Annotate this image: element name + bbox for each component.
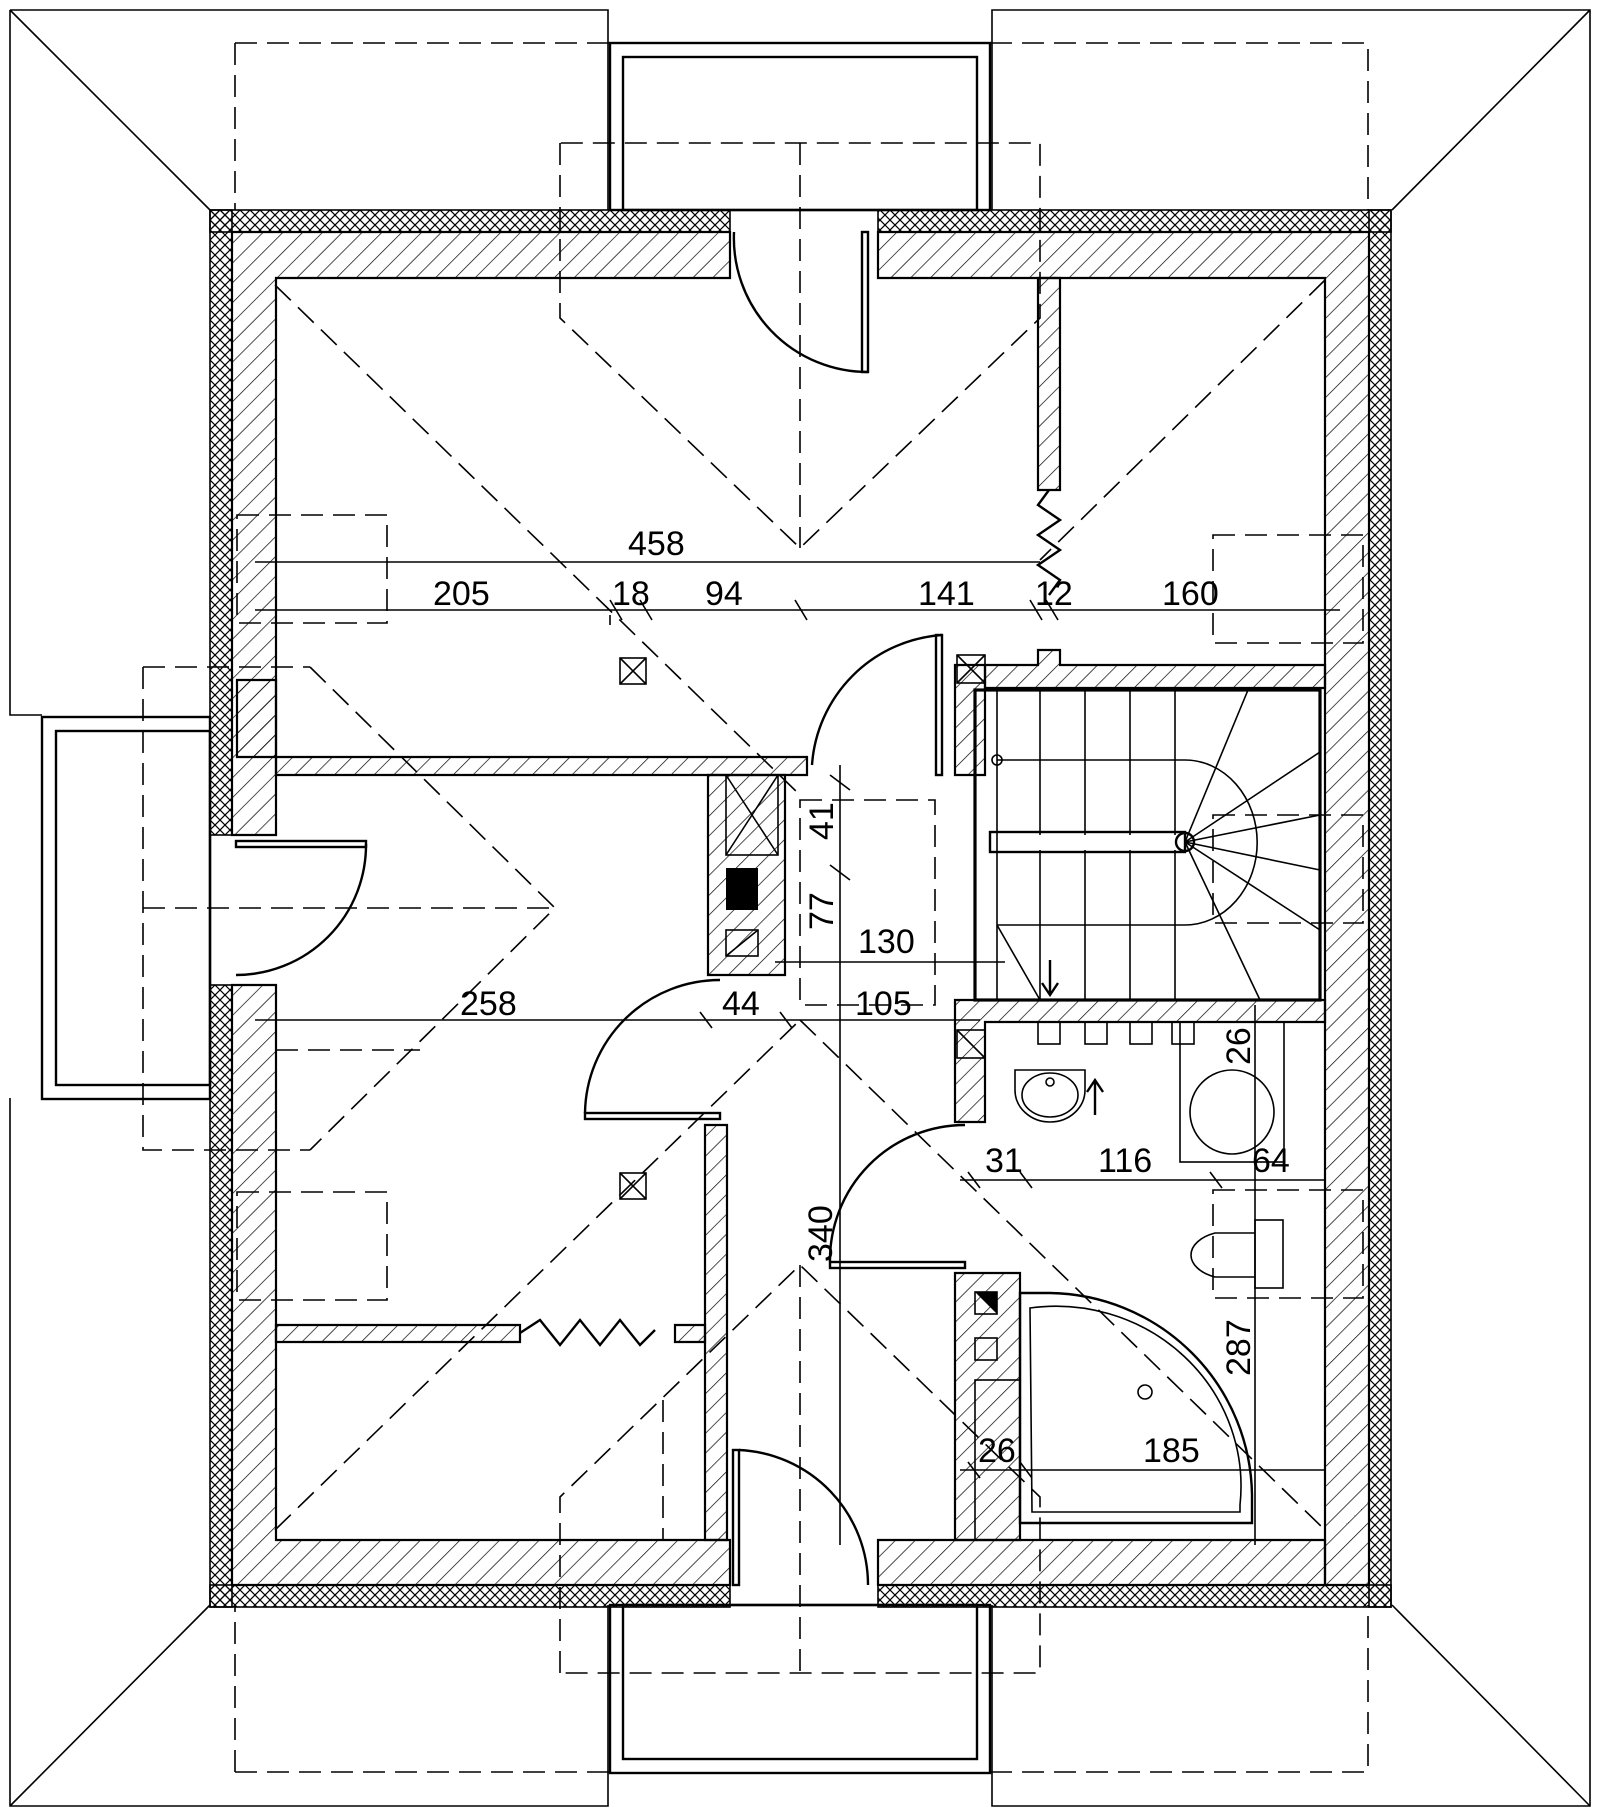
dim-26-bottom: 26 [978,1432,1016,1470]
shower-tray [1179,1021,1285,1163]
washbasin [1014,1069,1104,1123]
dim-18: 18 [612,575,650,613]
dim-44: 44 [722,985,760,1023]
dim-130: 130 [858,923,915,961]
dim-185: 185 [1143,1432,1200,1470]
dim-41: 41 [803,802,841,840]
dim-31: 31 [985,1142,1023,1180]
corner-bathtub [1018,1291,1254,1525]
dim-64: 64 [1252,1142,1290,1180]
door-bathroom [828,1123,967,1270]
door-hall-upper [810,633,944,777]
door-top-center [732,230,870,374]
staircase [973,688,1322,1002]
dim-160: 160 [1162,575,1219,613]
dim-94: 94 [705,575,743,613]
dim-116: 116 [1098,1142,1152,1180]
door-left-middle [583,978,722,1121]
dim-105: 105 [855,985,912,1023]
toilet [1190,1219,1284,1289]
door-balcony [234,839,368,977]
dimension-labels: 458 205 18 94 141 12 160 41 77 130 105 2… [433,525,1290,1470]
interior-walls [235,276,1327,1542]
dim-141: 141 [918,575,975,613]
roof-projection-lines [142,42,1369,1773]
dim-340: 340 [802,1205,840,1262]
dim-258: 258 [460,985,517,1023]
break-line-upper [1035,489,1063,596]
dimension-lines [255,561,1340,1545]
down-arrow-icon [1041,960,1059,998]
dim-205: 205 [433,575,490,613]
chimney-vents [619,654,1195,1361]
door-bottom-center [731,1448,870,1587]
roof-outline [9,9,1591,1807]
vanity [974,1379,1021,1541]
dim-458: 458 [628,525,685,563]
dim-12: 12 [1035,575,1073,613]
dim-26-top: 26 [1220,1027,1258,1065]
dim-77: 77 [803,892,841,930]
dim-287: 287 [1220,1319,1258,1376]
exterior-walls [209,209,1392,1608]
up-arrow-icon [1086,1077,1104,1115]
break-line-lower [519,1318,656,1347]
